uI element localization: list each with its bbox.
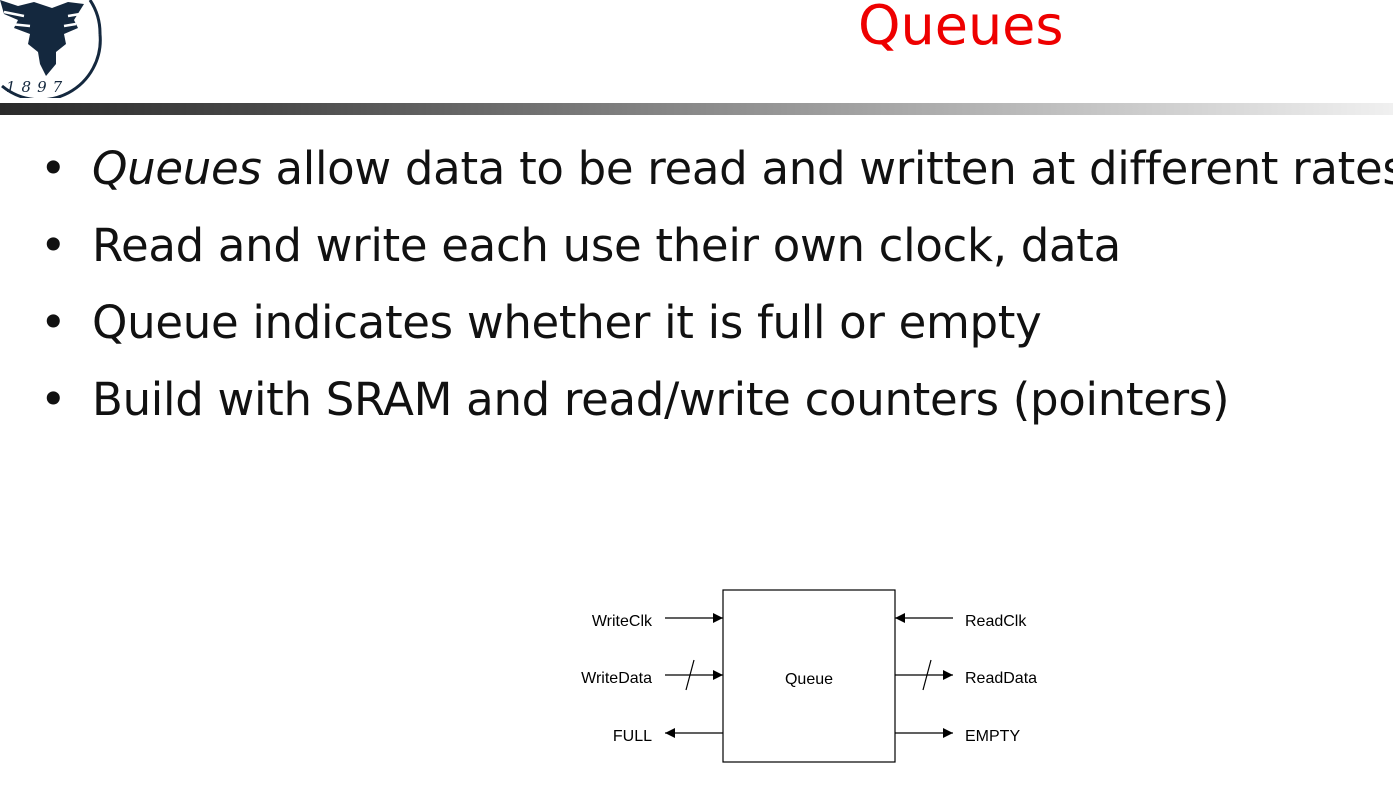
bullet-dot: •: [40, 142, 67, 195]
bullet-text: Build with SRAM and read/write counters …: [92, 373, 1230, 426]
bullet-item: • Read and write each use their own clock…: [40, 207, 1390, 284]
signal-label-full: FULL: [613, 728, 652, 745]
logo-year: 1897: [6, 78, 68, 96]
bullet-text: Queue indicates whether it is full or em…: [92, 296, 1042, 349]
university-logo: 1897: [0, 0, 102, 98]
signal-label-readclk: ReadClk: [965, 613, 1027, 630]
bullet-item: • Build with SRAM and read/write counters…: [40, 361, 1390, 438]
bullet-item: • Queues allow data to be read and writte…: [40, 130, 1393, 207]
bullet-emphasis: Queues: [92, 142, 262, 195]
bullet-text: allow data to be read and written at dif…: [261, 142, 1393, 195]
queue-block: [722, 589, 896, 763]
bullet-dot: •: [40, 373, 67, 426]
queue-diagram: Queue WriteClk WriteData FULL ReadClk Re…: [581, 589, 1037, 763]
readdata-bus-slash: [922, 659, 932, 691]
bullet-list: • Queues allow data to be read and writte…: [40, 130, 1393, 438]
slide-title: Queues: [858, 0, 1064, 57]
bullet-item: • Queue indicates whether it is full or e…: [40, 284, 1390, 361]
writedata-bus-slash: [685, 659, 695, 691]
title-divider: [0, 103, 1393, 115]
bullet-dot: •: [40, 296, 67, 349]
signal-label-writeclk: WriteClk: [592, 613, 653, 630]
bullet-dot: •: [40, 219, 67, 272]
signal-label-empty: EMPTY: [965, 728, 1020, 745]
signal-label-writedata: WriteData: [581, 670, 652, 687]
signal-label-readdata: ReadData: [965, 670, 1037, 687]
queue-block-label: Queue: [785, 671, 833, 688]
bullet-text: Read and write each use their own clock,…: [92, 219, 1121, 272]
